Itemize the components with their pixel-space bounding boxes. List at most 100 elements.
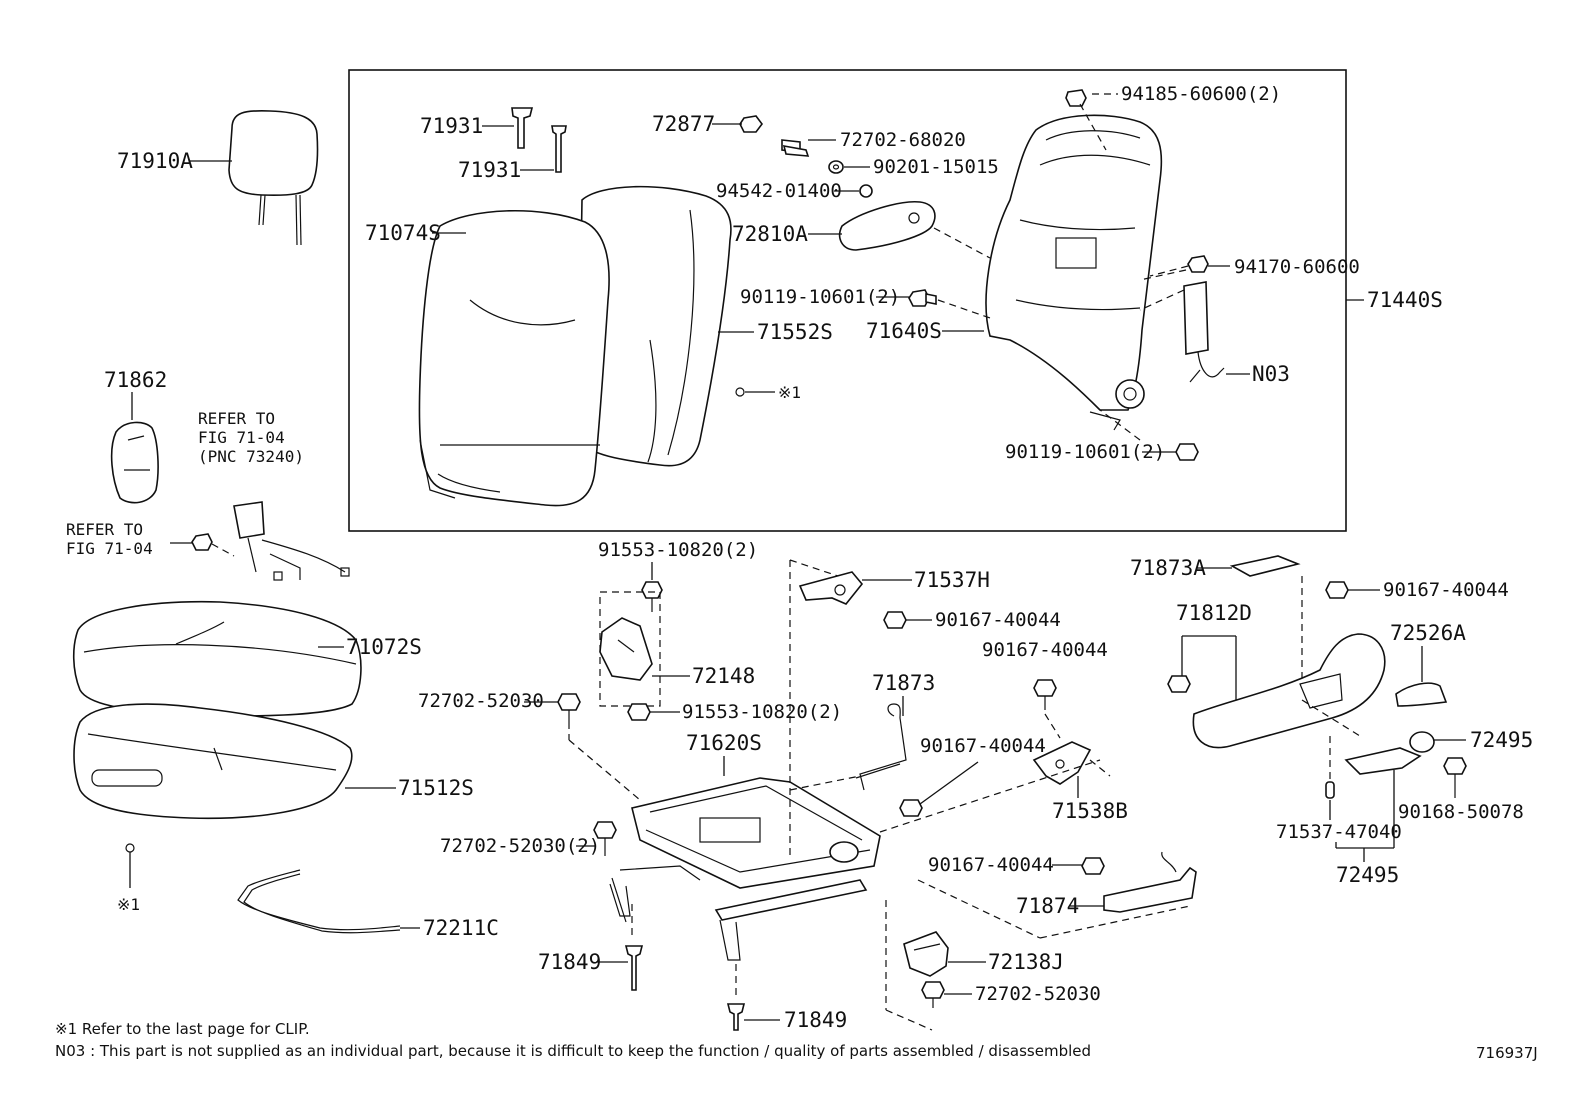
label-72211C: 72211C [423,916,499,940]
seatback-frame-part [985,114,1163,431]
screw-90168-50078 [1443,757,1467,798]
label-72138J: 72138J [988,950,1064,974]
side-airbag-part [1183,281,1225,383]
refer-note-1-line1: REFER TO [198,409,275,428]
cover-72526A [1395,682,1448,707]
label-71537-47040: 71537-47040 [1276,821,1402,843]
label-72702-52030-2: 72702-52030(2) [440,835,600,857]
label-90167-40044-b: 90167-40044 [982,639,1108,661]
label-71873: 71873 [872,671,935,695]
label-71074S: 71074S [365,221,441,245]
bolt-refer [191,533,213,551]
label-72877: 72877 [652,112,715,136]
label-72526A: 72526A [1390,621,1466,645]
bracket-72148 [599,617,653,681]
bolt-94185 [1065,89,1087,107]
side-shield-71812D [1192,633,1386,749]
bracket-71873 [855,703,907,791]
cover-71873A [1229,555,1301,577]
washer-90201-15015 [828,160,844,174]
label-72702-52030-left: 72702-52030 [418,690,544,712]
seat-cushion-pad-part [73,703,353,820]
label-71512S: 71512S [398,776,474,800]
refer-note-2-line2: FIG 71-04 [66,539,153,558]
label-72702-68020: 72702-68020 [840,129,966,151]
label-90168-50078: 90168-50078 [1398,801,1524,823]
screw-72702-68020 [781,139,810,157]
label-94170-60600: 94170-60600 [1234,256,1360,278]
seat-cushion-cover-part [72,600,362,717]
bolt-72702-52030-2 [593,821,617,856]
pin-71537-47040 [1325,781,1335,799]
bolt-72702-52030-left [557,693,581,722]
label-71440S: 71440S [1367,288,1443,312]
label-71931-bottom: 71931 [458,158,521,182]
label-90167-40044-d: 90167-40044 [928,854,1054,876]
label-90201-15015: 90201-15015 [873,156,999,178]
bracket-71538B [1032,741,1092,785]
label-71931-top: 71931 [420,114,483,138]
cover-71862 [110,421,159,504]
label-N03: N03 [1252,362,1290,386]
bolt-90119-lower [1175,443,1199,461]
pin-71849-left [624,945,644,991]
label-91553-10820-lower: 91553-10820(2) [682,701,842,723]
nut-94542-01400 [859,184,873,198]
label-71640S: 71640S [866,319,942,343]
recliner-cover-72810A [838,201,936,251]
bolt-90167-a [883,611,907,629]
label-90119-10601-upper: 90119-10601(2) [740,286,900,308]
seatback-pad-part [577,185,732,467]
bolt-71812D [1167,675,1191,693]
label-94185-60600: 94185-60600(2) [1121,83,1281,105]
bolt-91553-lower [627,703,651,721]
label-90119-10601-lower: 90119-10601(2) [1005,441,1165,463]
wire-72211C [237,869,401,934]
pin-71849-bottom [726,1003,746,1031]
label-90167-40044-c: 90167-40044 [920,735,1046,757]
headrest-part [228,109,319,246]
refer-note-1-line3: (PNC 73240) [198,447,304,466]
bracket-71537H [798,571,864,605]
headrest-support-part [511,107,567,173]
bolt-90167-e [1325,581,1349,599]
diagram-id: 716937J [1476,1044,1538,1062]
label-71812D: 71812D [1176,601,1252,625]
refer-note-1-line2: FIG 71-04 [198,428,285,447]
label-71873A: 71873A [1130,556,1206,580]
bolt-90167-d [1081,857,1105,875]
seatback-cover-part [418,209,610,507]
bolt-91553-upper [641,581,663,612]
label-71538B: 71538B [1052,799,1128,823]
label-71849-left: 71849 [538,950,601,974]
label-72495-lower: 72495 [1336,863,1399,887]
label-90167-40044-e: 90167-40044 [1383,579,1509,601]
label-71537H: 71537H [914,568,990,592]
label-90167-40044-a: 90167-40044 [935,609,1061,631]
nut-94170 [1187,255,1209,273]
label-71862: 71862 [104,368,167,392]
label-72148: 72148 [692,664,755,688]
label-71910A: 71910A [117,149,193,173]
label-72495-upper: 72495 [1470,728,1533,752]
label-94542-01400: 94542-01400 [716,180,842,202]
bolt-72877 [739,115,763,133]
clip-marker-1: ※1 [778,383,801,402]
refer-note-2-line1: REFER TO [66,520,143,539]
label-71874: 71874 [1016,894,1079,918]
label-71072S: 71072S [346,635,422,659]
label-72810A: 72810A [732,222,808,246]
bolt-90167-c [899,799,923,817]
bolt-72702-52030-right [921,981,945,1008]
bracket-71874 [1103,851,1197,913]
label-71849-bottom: 71849 [784,1008,847,1032]
knob-72495 [1344,731,1435,775]
label-91553-10820-upper: 91553-10820(2) [598,539,758,561]
footnote-clip: ※1 Refer to the last page for CLIP. [55,1020,310,1038]
footnote-n03: N03 : This part is not supplied as an in… [55,1042,1091,1060]
seatbelt-buckle-part [233,501,350,581]
seat-adjuster-part [609,777,881,961]
bolt-90119-upper [908,289,937,307]
